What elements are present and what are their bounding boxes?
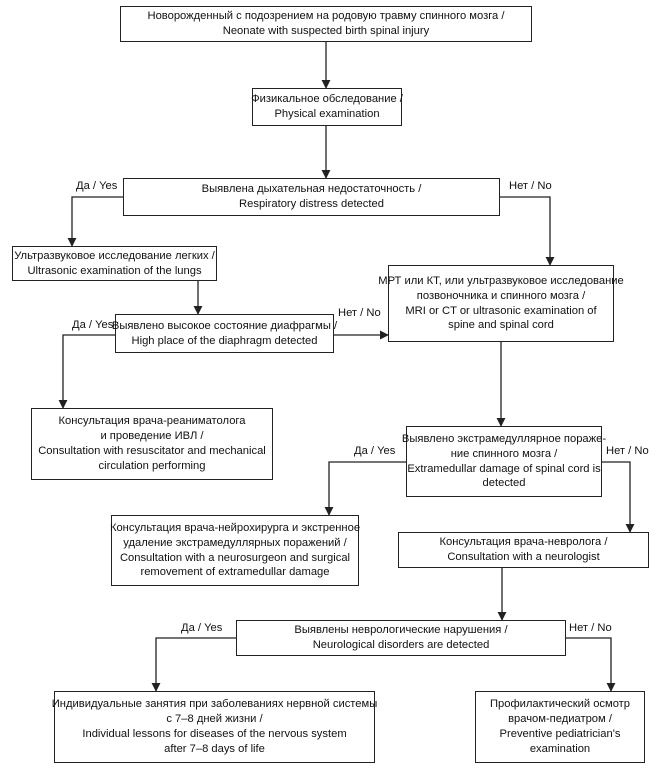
node-neurologist: Консультация врача-невролога / Consultat…: [398, 532, 649, 568]
node-text-line: after 7–8 days of life: [164, 742, 265, 755]
node-extramedullary-text: Выявлено экстрамедуллярное пораже- ние с…: [402, 432, 606, 491]
node-text-line: Consultation with a neurologist: [447, 551, 600, 563]
node-mri-ct: МРТ или КТ, или ультразвуковое исследова…: [378, 265, 624, 342]
arrow-respiratory-yes: [67, 196, 123, 247]
node-text-line: Выявлена дыхательная недостаточность /: [201, 183, 422, 196]
node-text-line: Preventive pediatrician's: [499, 728, 621, 740]
node-text-line: Physical examination: [274, 108, 380, 120]
node-text-line: МРТ или КТ, или ультразвуковое исследова…: [378, 274, 624, 287]
node-resuscitator-text: Консультация врача-реаниматолога и прове…: [38, 414, 266, 473]
node-neurosurgeon: Консультация врача-нейрохирурга и экстре…: [110, 515, 360, 586]
node-ultrasound-lungs: Ультразвуковое исследование легких / Ult…: [12, 246, 217, 281]
label-respiratory-yes: Да / Yes: [76, 180, 118, 192]
node-text-line: examination: [529, 742, 591, 755]
node-pediatrician-text: Профилактический осмотр врачом-педиатром…: [490, 697, 630, 756]
node-text-line: Ultrasonic examination of the lungs: [27, 264, 202, 277]
node-text-line: Физикальное обследование /: [251, 93, 403, 106]
node-text-line: Консультация врача-реаниматолога: [58, 415, 246, 428]
label-diaphragm-yes: Да / Yes: [72, 319, 114, 331]
node-extramedullary: Выявлено экстрамедуллярное пораже- ние с…: [402, 426, 606, 497]
node-text-line: позвоночника и спинного мозга /: [416, 289, 586, 302]
node-text-line: Выявлено высокое состояние диафрагмы /: [111, 319, 338, 332]
node-pediatrician: Профилактический осмотр врачом-педиатром…: [475, 691, 645, 763]
node-text-line: врачом-педиатром /: [508, 713, 612, 726]
node-text-line: detected: [482, 477, 526, 490]
arrow-extramedullary-no: [602, 461, 635, 533]
node-text-line: spine and spinal cord: [448, 319, 554, 332]
node-diaphragm-text: Выявлено высокое состояние диафрагмы / H…: [112, 319, 337, 349]
node-text-line: Выявлено экстрамедуллярное пораже-: [401, 432, 607, 445]
arrow-disorders-no: [566, 637, 616, 692]
node-individual-lessons-text: Индивидуальные занятия при заболеваниях …: [52, 697, 378, 756]
node-text-line: Профилактический осмотр: [489, 698, 631, 711]
node-text-line: Extramedullar damage of spinal cord is: [407, 462, 601, 475]
node-text-line: Consultation with a neurosurgeon and sur…: [119, 551, 351, 564]
node-respiratory-distress-text: Выявлена дыхательная недостаточность / R…: [202, 182, 422, 212]
label-extramedullary-yes: Да / Yes: [354, 445, 396, 457]
node-text-line: и проведение ИВЛ /: [100, 430, 204, 443]
node-text-line: circulation performing: [98, 459, 206, 472]
node-neonate: Новорожденный с подозрением на родовую т…: [120, 6, 532, 42]
node-neurosurgeon-text: Консультация врача-нейрохирурга и экстре…: [110, 521, 360, 580]
node-diaphragm: Выявлено высокое состояние диафрагмы / H…: [112, 314, 337, 353]
node-text-line: MRI or CT or ultrasonic examination of: [405, 304, 597, 317]
label-extramedullary-no: Нет / No: [606, 445, 649, 457]
label-neuro-yes: Да / Yes: [181, 622, 223, 634]
node-text-line: с 7–8 дней жизни /: [166, 713, 263, 726]
node-text-line: Neurological disorders are detected: [312, 639, 490, 651]
node-ultrasound-lungs-text: Ультразвуковое исследование легких / Ult…: [14, 249, 215, 279]
node-text-line: Выявлены неврологические нарушения /: [294, 624, 508, 637]
node-individual-lessons: Индивидуальные занятия при заболеваниях …: [52, 691, 378, 763]
label-respiratory-no: Нет / No: [509, 180, 552, 192]
node-neuro-disorders-text: Выявлены неврологические нарушения / Neu…: [294, 623, 507, 653]
node-physical-exam: Физикальное обследование / Physical exam…: [251, 88, 403, 126]
node-text-line: High place of the diaphragm detected: [131, 334, 318, 347]
node-physical-exam-text: Физикальное обследование / Physical exam…: [251, 92, 403, 122]
arrow-disorders-yes: [151, 637, 236, 692]
arrow-extramedullary-yes: [324, 461, 406, 516]
arrow-diaphragm-yes: [58, 334, 115, 409]
node-text-line: Индивидуальные занятия при заболеваниях …: [51, 698, 378, 711]
node-neurologist-text: Консультация врача-невролога / Consultat…: [440, 535, 608, 565]
arrow-respiratory-no: [500, 196, 555, 266]
node-text-line: Ультразвуковое исследование легких /: [14, 249, 215, 262]
node-mri-ct-text: МРТ или КТ, или ультразвуковое исследова…: [378, 274, 624, 333]
label-diaphragm-no: Нет / No: [338, 307, 381, 319]
node-text-line: ние спинного мозга /: [450, 447, 558, 460]
node-text-line: Консультация врача-невролога /: [439, 536, 608, 549]
node-text-line: Консультация врача-нейрохирурга и экстре…: [109, 521, 361, 534]
node-neuro-disorders: Выявлены неврологические нарушения / Neu…: [236, 620, 566, 656]
node-text-line: Neonate with suspected birth spinal inju…: [222, 25, 430, 37]
node-text-line: Individual lessons for diseases of the n…: [82, 728, 347, 740]
label-neuro-no: Нет / No: [569, 622, 612, 634]
node-text-line: removement of extramedullar damage: [140, 566, 330, 579]
node-neonate-text: Новорожденный с подозрением на родовую т…: [147, 9, 504, 39]
node-text-line: Respiratory distress detected: [239, 198, 384, 210]
node-resuscitator: Консультация врача-реаниматолога и прове…: [31, 408, 273, 480]
node-text-line: Новорожденный с подозрением на родовую т…: [147, 10, 505, 23]
node-text-line: удаление экстрамедуллярных поражений /: [123, 536, 347, 549]
node-text-line: Consultation with resuscitator and mecha…: [38, 445, 266, 457]
node-respiratory-distress: Выявлена дыхательная недостаточность / R…: [123, 178, 500, 216]
